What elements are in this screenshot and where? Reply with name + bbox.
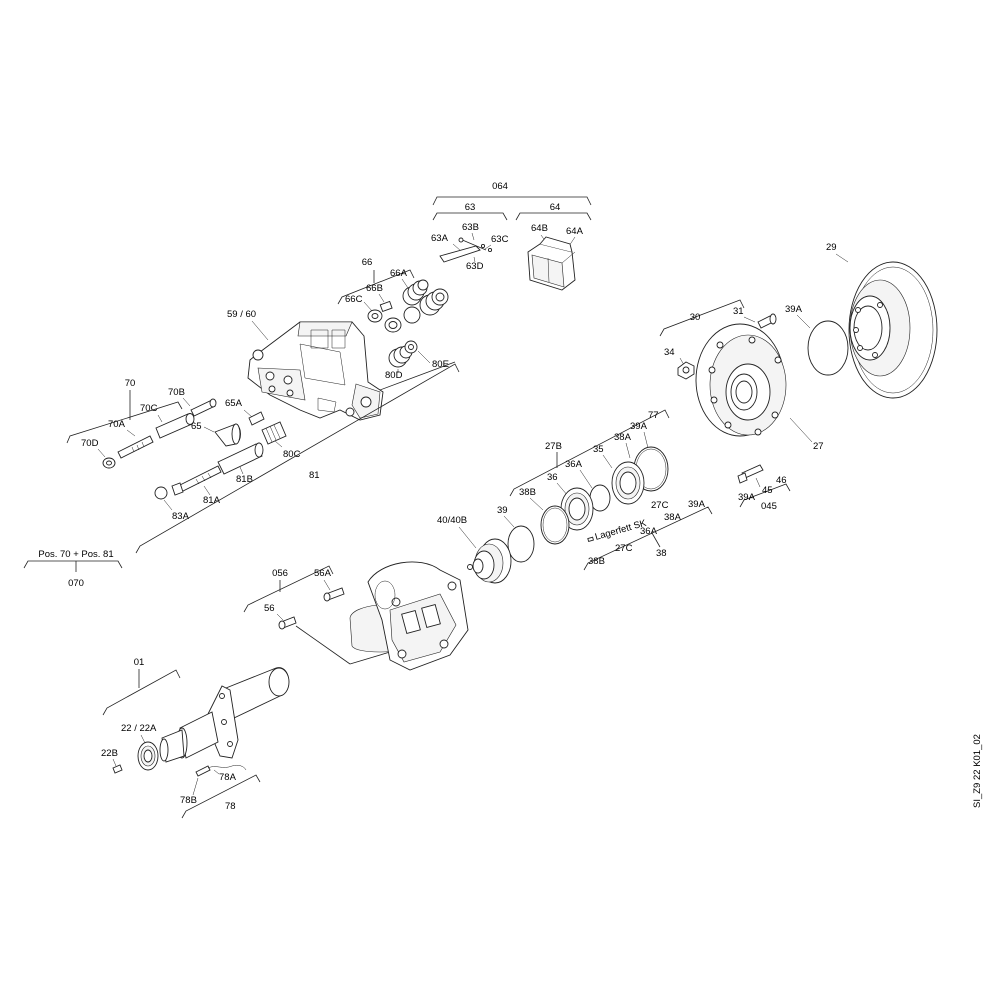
label-01[interactable]: 01 — [134, 657, 145, 668]
label-81A[interactable]: 81A — [203, 495, 221, 506]
label-70A[interactable]: 70A — [108, 419, 126, 430]
label-63B[interactable]: 63B — [462, 222, 479, 233]
boot-66 — [403, 288, 449, 324]
label-78[interactable]: 78 — [225, 801, 236, 812]
label-22-22A[interactable]: 22 / 22A — [121, 723, 157, 734]
label-46[interactable]: 46 — [776, 475, 787, 486]
ring-39 — [507, 525, 535, 563]
label-80E[interactable]: 80E — [432, 359, 449, 370]
group-070: Pos. 70 + Pos. 81 070 — [23, 549, 123, 589]
wheel-hub-27 — [695, 323, 787, 437]
label-38[interactable]: 38 — [656, 548, 667, 559]
label-22B[interactable]: 22B — [101, 748, 118, 759]
label-39[interactable]: 39 — [497, 505, 508, 516]
label-64[interactable]: 64 — [550, 202, 561, 213]
label-70B[interactable]: 70B — [168, 387, 185, 398]
label-070[interactable]: 070 — [68, 578, 84, 589]
label-38B-mid[interactable]: 38B — [519, 487, 536, 498]
hub-30-disc-29: 30 31 34 39A 29 27 — [659, 242, 938, 452]
hubcap-40-40B: 40/40B — [437, 515, 512, 584]
label-64B[interactable]: 64B — [531, 223, 548, 234]
label-27B[interactable]: 27B — [545, 441, 562, 452]
group-056-carrier: 056 56A 56 — [243, 561, 469, 671]
label-pos-70-81[interactable]: Pos. 70 + Pos. 81 — [38, 549, 113, 560]
label-63C[interactable]: 63C — [491, 234, 509, 245]
label-36A-right[interactable]: 36A — [640, 526, 658, 537]
label-66B[interactable]: 66B — [366, 283, 383, 294]
parts-65-81: 65A 65 80C 81B 81A 83A 81 — [135, 363, 460, 554]
bushing-70C — [155, 413, 195, 439]
pin-70B — [190, 398, 217, 417]
label-78B[interactable]: 78B — [180, 795, 197, 806]
group-66-seals: 66 66A 66B 66C — [337, 257, 449, 333]
label-38A-right[interactable]: 38A — [664, 512, 682, 523]
parts-80D-80E: 80E 80D — [379, 340, 456, 391]
seal-39A-top — [807, 320, 849, 376]
label-29[interactable]: 29 — [826, 242, 837, 253]
label-59-60[interactable]: 59 / 60 — [227, 309, 256, 320]
label-39A-top[interactable]: 39A — [785, 304, 803, 315]
caliper-59-60: 59 / 60 — [227, 309, 384, 421]
label-81B[interactable]: 81B — [236, 474, 253, 485]
label-38A-mid[interactable]: 38A — [614, 432, 632, 443]
brake-pads — [527, 236, 576, 291]
label-40-40B[interactable]: 40/40B — [437, 515, 467, 526]
seal-38B — [540, 505, 570, 545]
label-27[interactable]: 27 — [813, 441, 824, 452]
label-80C[interactable]: 80C — [283, 449, 301, 460]
drawing-code: SI_Z9 22 K01_02 — [972, 734, 983, 808]
label-66[interactable]: 66 — [362, 257, 373, 268]
label-36[interactable]: 36 — [547, 472, 558, 483]
group-045: 46 45 39A 045 — [737, 464, 791, 512]
bearing-35 — [611, 461, 645, 505]
label-31[interactable]: 31 — [733, 306, 744, 317]
label-39A-right[interactable]: 39A — [688, 499, 706, 510]
label-66A[interactable]: 66A — [390, 268, 408, 279]
label-056[interactable]: 056 — [272, 568, 288, 579]
label-78A[interactable]: 78A — [219, 772, 237, 783]
label-81[interactable]: 81 — [309, 470, 320, 481]
label-70[interactable]: 70 — [125, 378, 136, 389]
label-34[interactable]: 34 — [664, 347, 675, 358]
label-56[interactable]: 56 — [264, 603, 275, 614]
label-65[interactable]: 65 — [191, 421, 202, 432]
label-70D[interactable]: 70D — [81, 438, 99, 449]
group-064-pads: 064 63 64 63A 63B 63C 63D 64A 64B — [431, 181, 592, 291]
label-70C[interactable]: 70C — [140, 403, 158, 414]
label-63D[interactable]: 63D — [466, 261, 484, 272]
label-27C-a[interactable]: 27C — [651, 500, 669, 511]
bolt-70A — [117, 435, 154, 459]
label-77[interactable]: 77 — [648, 410, 659, 421]
label-045[interactable]: 045 — [761, 501, 777, 512]
label-64A[interactable]: 64A — [566, 226, 584, 237]
label-27C-b[interactable]: 27C — [615, 543, 633, 554]
label-39A-bottom[interactable]: 39A — [738, 492, 756, 503]
label-38B-bottom[interactable]: 38B — [588, 556, 605, 567]
group-78-sensor: 78A 78B 78 — [180, 764, 261, 819]
label-66C[interactable]: 66C — [345, 294, 363, 305]
bearing-kit: 77 39A 38A 27B 35 36A 36 38B 39 — [497, 409, 670, 563]
label-63A[interactable]: 63A — [431, 233, 449, 244]
brake-disc-29 — [848, 261, 938, 399]
label-064[interactable]: 064 — [492, 181, 508, 192]
label-63[interactable]: 63 — [465, 202, 476, 213]
label-56A[interactable]: 56A — [314, 568, 332, 579]
label-80D[interactable]: 80D — [385, 370, 403, 381]
label-45[interactable]: 45 — [762, 485, 773, 496]
label-39A-mid[interactable]: 39A — [630, 421, 648, 432]
label-65A[interactable]: 65A — [225, 398, 243, 409]
bearing-36 — [560, 487, 594, 531]
bushing-80C — [261, 421, 287, 445]
pad-spring-plate — [439, 245, 481, 263]
boot-66A — [402, 279, 429, 306]
label-35[interactable]: 35 — [593, 444, 604, 455]
label-30[interactable]: 30 — [690, 312, 701, 323]
axle-01: 01 22 / 22A 22B — [101, 657, 290, 774]
label-83A[interactable]: 83A — [172, 511, 190, 522]
label-36A-mid[interactable]: 36A — [565, 459, 583, 470]
group-70-pins: 70 70B 70C 70A 70D — [66, 378, 217, 469]
